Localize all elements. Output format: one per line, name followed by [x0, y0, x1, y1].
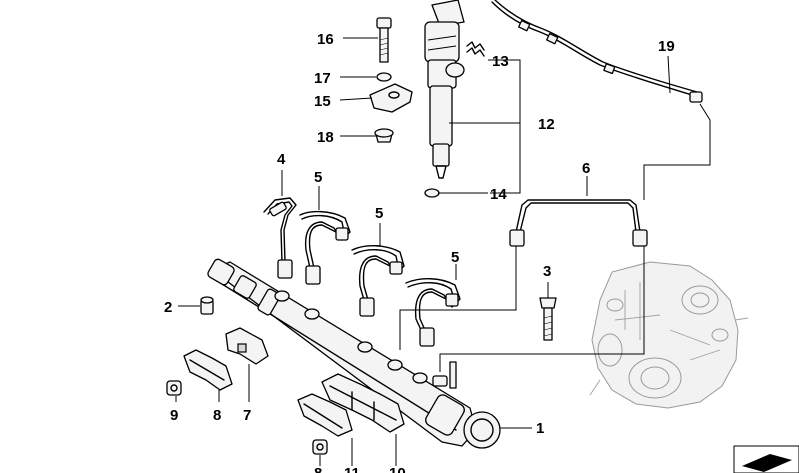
- return-line-19: [491, 0, 703, 103]
- plug-2: [200, 296, 214, 315]
- callout-16: 16: [317, 31, 334, 48]
- callout-8-b: 8: [314, 465, 322, 473]
- callout-18: 18: [317, 129, 334, 146]
- callout-5-b: 5: [375, 205, 383, 222]
- bolt-16: [376, 17, 392, 63]
- callout-3: 3: [543, 263, 551, 280]
- callout-14: 14: [490, 186, 507, 203]
- seal-13: [466, 41, 485, 57]
- nut-9-a: [166, 380, 182, 396]
- callout-12: 12: [538, 116, 555, 133]
- callout-19: 19: [658, 38, 675, 55]
- callout-6: 6: [582, 160, 590, 177]
- nut-9-b: [312, 439, 328, 455]
- callout-15: 15: [314, 93, 331, 110]
- washer-17: [376, 72, 392, 82]
- callout-9-a: 9: [170, 407, 178, 424]
- injection-line-5-c: [405, 278, 461, 347]
- high-pressure-pump: [589, 261, 749, 409]
- bolt-3: [539, 297, 557, 341]
- holder-7: [225, 327, 269, 365]
- callout-4: 4: [277, 151, 286, 168]
- callout-5-c: 5: [451, 249, 459, 266]
- clamp-10-11: [321, 373, 405, 433]
- callout-5-a: 5: [314, 169, 322, 186]
- callout-1: 1: [536, 420, 544, 437]
- bottom-leaders: [319, 434, 397, 466]
- clip-8-b: [297, 393, 353, 437]
- sleeve-18: [374, 128, 394, 143]
- pressure-line-6: [509, 199, 648, 247]
- callout-8-a: 8: [213, 407, 221, 424]
- clamp-15: [369, 83, 413, 113]
- callout-labels: 16 17 15 18 13 12 14 19 4 5 5 5 6 3 2 1 …: [164, 31, 675, 473]
- callout-10: 10: [389, 465, 406, 473]
- callout-17: 17: [314, 70, 331, 87]
- clip-8-a: [183, 349, 233, 391]
- reference-badge: [733, 445, 799, 473]
- leader-lines: [175, 37, 711, 429]
- injection-line-5-b: [351, 245, 405, 317]
- callout-11: 11: [344, 465, 360, 473]
- callout-13: 13: [492, 53, 509, 70]
- callout-7: 7: [243, 407, 251, 424]
- injection-line-5-a: [299, 210, 351, 285]
- washer-14: [424, 188, 440, 198]
- callout-2: 2: [164, 299, 172, 316]
- common-rail-1: [207, 258, 501, 449]
- injection-line-4: [263, 197, 297, 279]
- injector-12: [424, 0, 465, 179]
